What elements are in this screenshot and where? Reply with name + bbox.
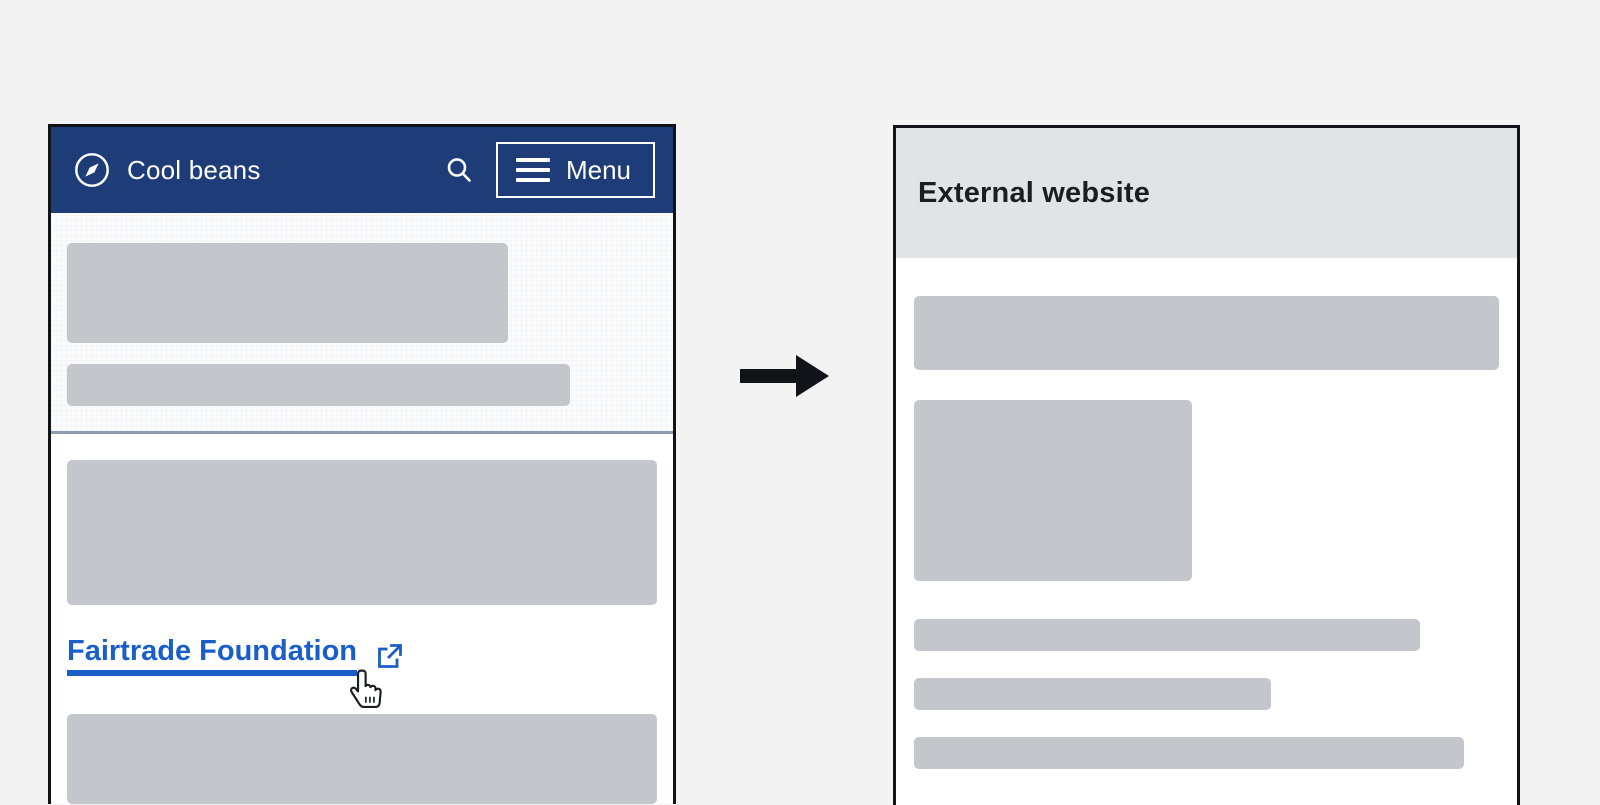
menu-button[interactable]: Menu: [495, 142, 655, 198]
external-site-title: External website: [918, 176, 1151, 209]
brand-name: Cool beans: [127, 154, 261, 185]
content-placeholder-block: [914, 619, 1421, 651]
content-placeholder-block: [914, 678, 1271, 710]
source-lower-content-band: Fairtrade Foundation: [51, 434, 673, 804]
hamburger-icon: [515, 158, 550, 182]
search-icon: [444, 155, 474, 185]
source-upper-content-band: [51, 213, 673, 434]
content-placeholder-block: [67, 364, 570, 406]
search-button[interactable]: [442, 153, 476, 187]
content-placeholder-block: [67, 460, 657, 605]
site-header: Cool beans Menu: [51, 127, 673, 213]
external-link-label: Fairtrade Foundation: [67, 635, 357, 677]
arrow-right-icon: [740, 352, 830, 400]
compass-icon: [73, 151, 111, 189]
content-placeholder-block: [67, 243, 508, 343]
external-site-header: External website: [896, 128, 1517, 258]
site-brand[interactable]: Cool beans: [73, 151, 442, 189]
content-placeholder-block: [67, 714, 657, 804]
external-site-body: [896, 258, 1517, 769]
source-site-panel: Cool beans Menu: [48, 124, 676, 804]
external-site-panel: External website: [893, 125, 1520, 805]
external-link-fairtrade-foundation[interactable]: Fairtrade Foundation: [67, 635, 405, 677]
menu-button-label: Menu: [565, 155, 631, 185]
header-actions: Menu: [442, 142, 655, 198]
external-link-icon: [375, 641, 405, 671]
content-placeholder-block: [914, 737, 1464, 769]
content-placeholder-block: [914, 400, 1192, 581]
content-placeholder-block: [914, 296, 1499, 370]
